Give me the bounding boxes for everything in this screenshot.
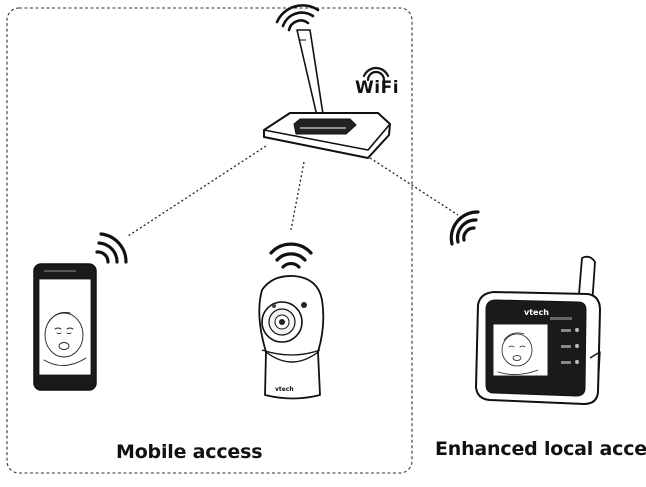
wifi-logo-icon [362,66,390,82]
connector-router-camera [290,161,305,231]
camera-brand-label: vtech [275,386,294,393]
monitor-brand-label: vtech [524,308,549,317]
wifi-signal-icon [269,242,313,269]
camera-icon [258,275,325,400]
enhanced-local-access-caption: Enhanced local access [435,438,646,460]
wifi-label: WiFi [355,78,400,98]
connection-lines [127,145,459,237]
mobile-access-group-box [6,7,413,474]
mobile-access-caption: Mobile access [116,441,263,463]
connector-router-monitor [369,157,459,216]
smartphone-icon [33,263,97,391]
router-icon [263,29,391,159]
wifi-signal-icon [275,4,320,32]
monitor-icon [475,255,601,405]
connector-router-phone [127,145,267,237]
wifi-signal-icon [449,210,480,246]
wifi-signal-icon [95,232,128,264]
